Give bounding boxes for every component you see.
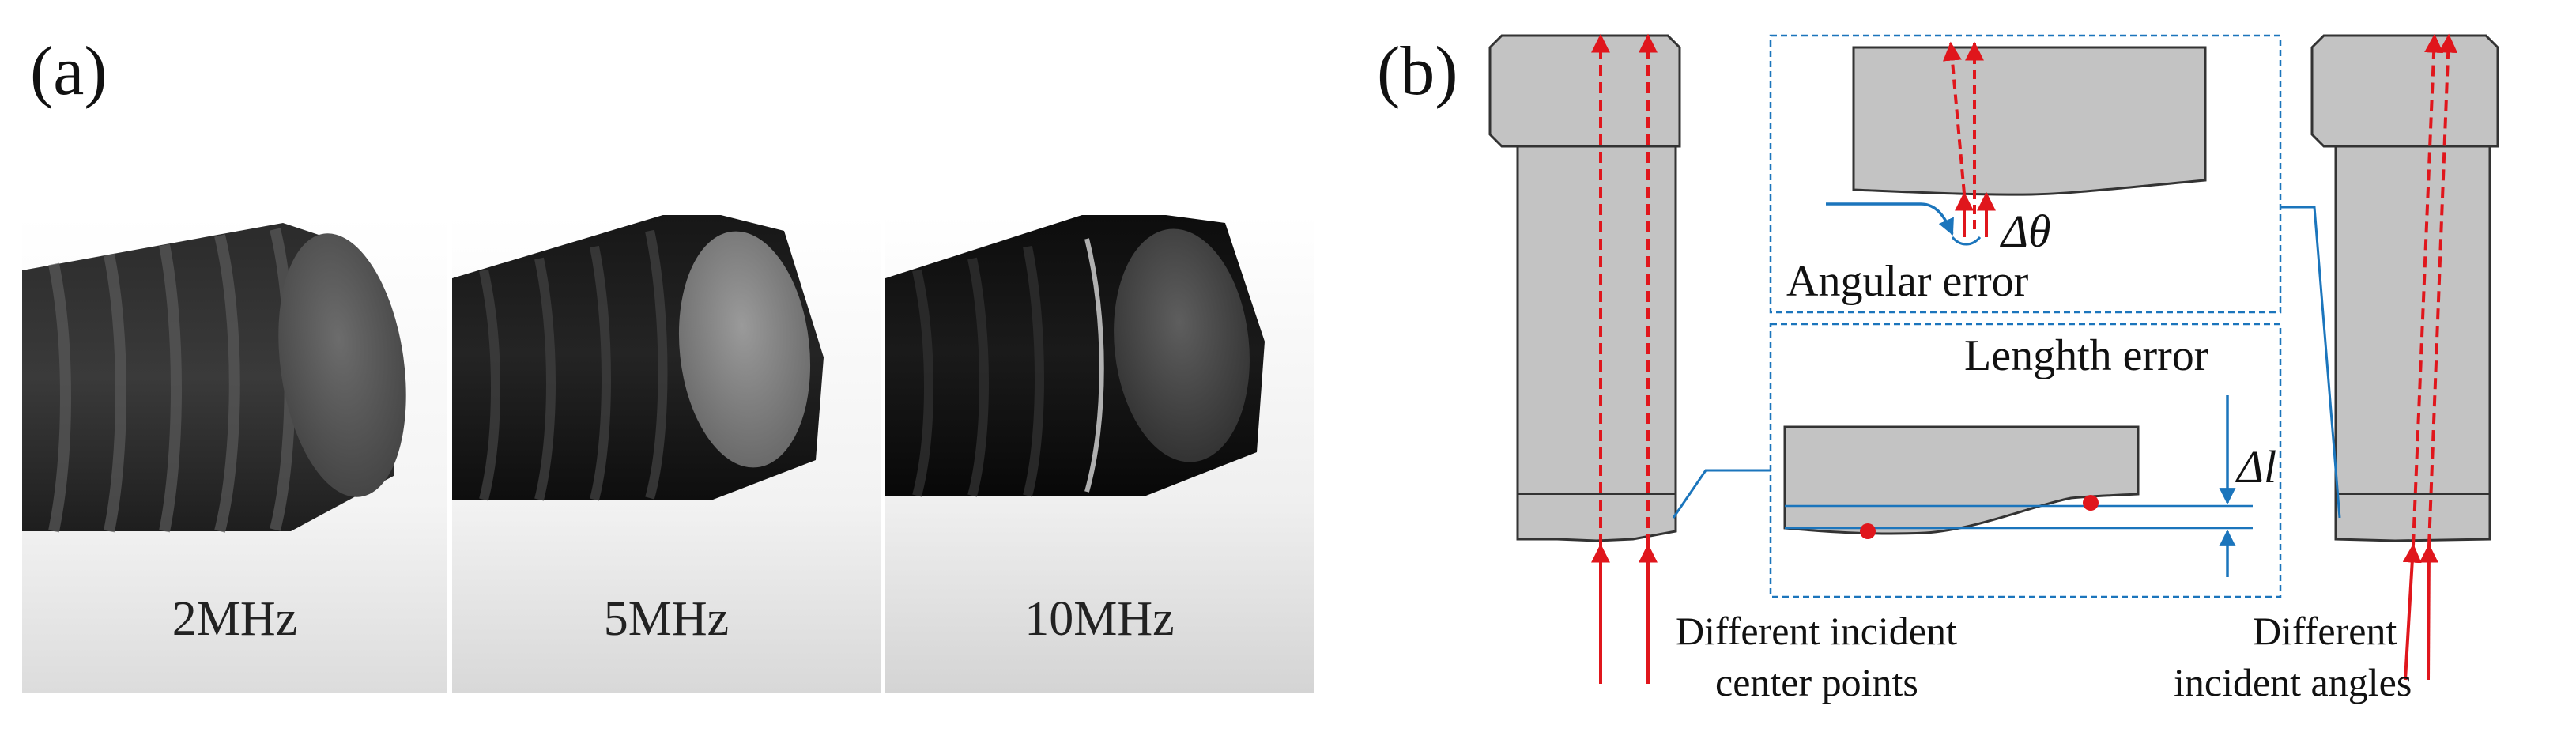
error-diagram: Δθ Angular error Δl Lenghth error Differ… bbox=[1488, 33, 2499, 704]
angular-error-label: Angular error bbox=[1786, 257, 2029, 306]
caption-right-line1: Different bbox=[2253, 609, 2397, 653]
bolt-photo-10mhz: 10MHz bbox=[885, 215, 1314, 693]
incident-ray-3 bbox=[2402, 543, 2422, 681]
left-bolt-rays bbox=[1591, 33, 1658, 684]
incident-point-2 bbox=[2083, 495, 2099, 511]
bolt-photo-2mhz: 2MHz bbox=[22, 215, 447, 693]
frequency-label: 2MHz bbox=[172, 592, 298, 646]
bolt-end-image bbox=[885, 215, 1314, 693]
delta-theta-symbol: Δθ bbox=[2000, 206, 2051, 257]
reflected-ray-3 bbox=[2412, 33, 2444, 546]
bolt-photo-5mhz: 5MHz bbox=[452, 215, 881, 693]
inset-connectors bbox=[1672, 206, 2341, 519]
reflected-ray-4 bbox=[2427, 33, 2458, 546]
caption-left-line1: Different incident bbox=[1676, 609, 1957, 653]
right-bolt-rays bbox=[2402, 33, 2458, 681]
delta-l-symbol: Δl bbox=[2235, 441, 2276, 493]
length-error-label: Lenghth error bbox=[1964, 331, 2209, 380]
length-error-inset: Δl Lenghth error bbox=[1769, 323, 2282, 598]
left-bolt bbox=[1488, 34, 1681, 542]
incident-ray-4 bbox=[2419, 543, 2438, 681]
incident-point-1 bbox=[1860, 523, 1876, 539]
bolt-end-image bbox=[452, 215, 881, 693]
right-bolt bbox=[2310, 34, 2499, 542]
caption-right-line2: incident angles bbox=[2174, 660, 2412, 704]
panel-a-label: (a) bbox=[30, 33, 107, 110]
panel-b-label: (b) bbox=[1377, 33, 1458, 110]
frequency-label: 5MHz bbox=[603, 592, 730, 646]
frequency-label: 10MHz bbox=[1024, 592, 1175, 646]
caption-left-line2: center points bbox=[1715, 660, 1918, 704]
bolt-end-image bbox=[22, 215, 447, 693]
angular-error-inset: Δθ Angular error bbox=[1769, 34, 2282, 314]
